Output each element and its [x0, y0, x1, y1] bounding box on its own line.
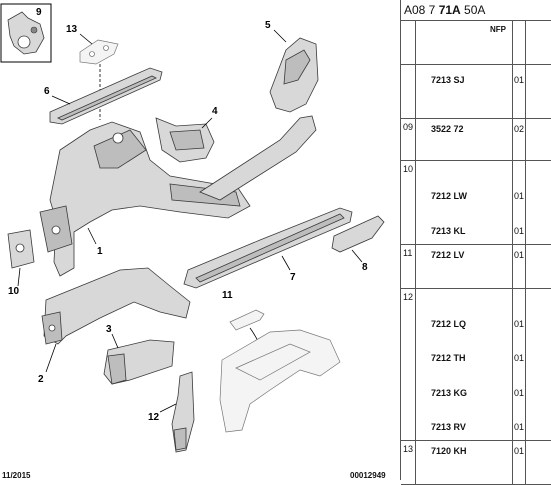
part-number[interactable]: 7212 LQ: [416, 314, 512, 334]
ref-bold: 71A: [439, 3, 461, 17]
row-nfp-cell: 7212 LQ 7212 TH 7213 KG 7213 RV: [416, 289, 513, 441]
part-5-drawing[interactable]: [270, 38, 318, 112]
part-quantity: 02: [513, 119, 525, 139]
part-sill-drawing[interactable]: [200, 116, 316, 200]
part-quantity: 01: [513, 348, 525, 368]
ghost-assembly-drawing: [220, 330, 340, 432]
part-number[interactable]: 7120 KH: [416, 441, 512, 461]
part-10-drawing[interactable]: [8, 230, 34, 268]
part-quantity: 01: [513, 245, 525, 265]
row-extra-cell: [526, 441, 551, 485]
part-number[interactable]: 7213 KL: [416, 221, 512, 241]
row-extra-cell: [526, 161, 551, 245]
row-qty-cell: 02: [513, 119, 526, 161]
exploded-parts-diagram: 9 13 6 5 4 1 10 7 8 11 2 3 12: [0, 0, 400, 480]
row-extra-cell: [526, 289, 551, 441]
callout-1[interactable]: 1: [97, 246, 103, 257]
part-quantity: 01: [513, 70, 525, 90]
callout-7[interactable]: 7: [290, 272, 296, 283]
footer-date: 11/2015: [2, 471, 30, 480]
row-position: 12: [401, 289, 416, 441]
row-position: 10: [401, 161, 416, 245]
part-quantity: 01: [513, 383, 525, 403]
callout-2[interactable]: 2: [38, 374, 44, 385]
row-nfp-cell: 7212 LW 7213 KL: [416, 161, 513, 245]
part-number[interactable]: 7213 KG: [416, 383, 512, 403]
footer-code: 00012949: [350, 471, 386, 480]
part-2-drawing[interactable]: [42, 268, 190, 344]
callout-13[interactable]: 13: [66, 24, 78, 35]
part-13-drawing[interactable]: [80, 40, 118, 64]
row-position: [401, 65, 416, 119]
ref-suffix: 50A: [461, 3, 486, 17]
callout-11[interactable]: 11: [222, 290, 233, 301]
callout-3[interactable]: 3: [106, 324, 112, 335]
row-qty-cell: 01: [513, 441, 526, 485]
part-6-drawing[interactable]: [50, 68, 162, 124]
row-nfp-cell: 7212 LV: [416, 245, 513, 289]
row-position: 11: [401, 245, 416, 289]
row-position: 13: [401, 441, 416, 485]
callout-8[interactable]: 8: [362, 262, 368, 273]
part-11-drawing[interactable]: [230, 310, 264, 330]
row-extra-cell: [526, 119, 551, 161]
row-qty-cell: 01 01: [513, 161, 526, 245]
row-qty-cell: 01 01 01 01: [513, 289, 526, 441]
reference-header: A08 7 71A 50A: [401, 0, 551, 21]
callout-10[interactable]: 10: [8, 286, 20, 297]
callout-6[interactable]: 6: [44, 86, 50, 97]
row-nfp-cell: 3522 72: [416, 119, 513, 161]
row-qty-cell: 01: [513, 245, 526, 289]
row-nfp-cell: 7120 KH: [416, 441, 513, 485]
part-quantity: 01: [513, 221, 525, 241]
part-number[interactable]: 7213 RV: [416, 417, 512, 437]
part-quantity: 01: [513, 417, 525, 437]
row-qty-cell: 01: [513, 65, 526, 119]
callout-5[interactable]: 5: [265, 20, 271, 31]
part-quantity: 01: [513, 314, 525, 334]
nfp-column-header: NFP: [416, 21, 512, 39]
row-nfp-cell: 7213 SJ: [416, 65, 513, 119]
part-12-drawing[interactable]: [172, 372, 194, 452]
part-number[interactable]: 7212 LV: [416, 245, 512, 265]
part-number[interactable]: 7213 SJ: [416, 70, 512, 90]
table-header-row: NFP: [401, 21, 551, 65]
callout-9[interactable]: 9: [36, 7, 42, 18]
callout-4[interactable]: 4: [212, 106, 218, 117]
part-number[interactable]: 7212 TH: [416, 348, 512, 368]
part-7-drawing[interactable]: [184, 208, 352, 288]
part-3-drawing[interactable]: [104, 340, 174, 384]
row-extra-cell: [526, 245, 551, 289]
part-number[interactable]: 7212 LW: [416, 186, 512, 206]
row-position: 09: [401, 119, 416, 161]
part-number[interactable]: 3522 72: [416, 119, 512, 139]
callout-12[interactable]: 12: [148, 412, 160, 423]
part-quantity: 01: [513, 186, 525, 206]
part-quantity: 01: [513, 441, 525, 461]
row-extra-cell: [526, 65, 551, 119]
ref-prefix: A08 7: [404, 3, 439, 17]
